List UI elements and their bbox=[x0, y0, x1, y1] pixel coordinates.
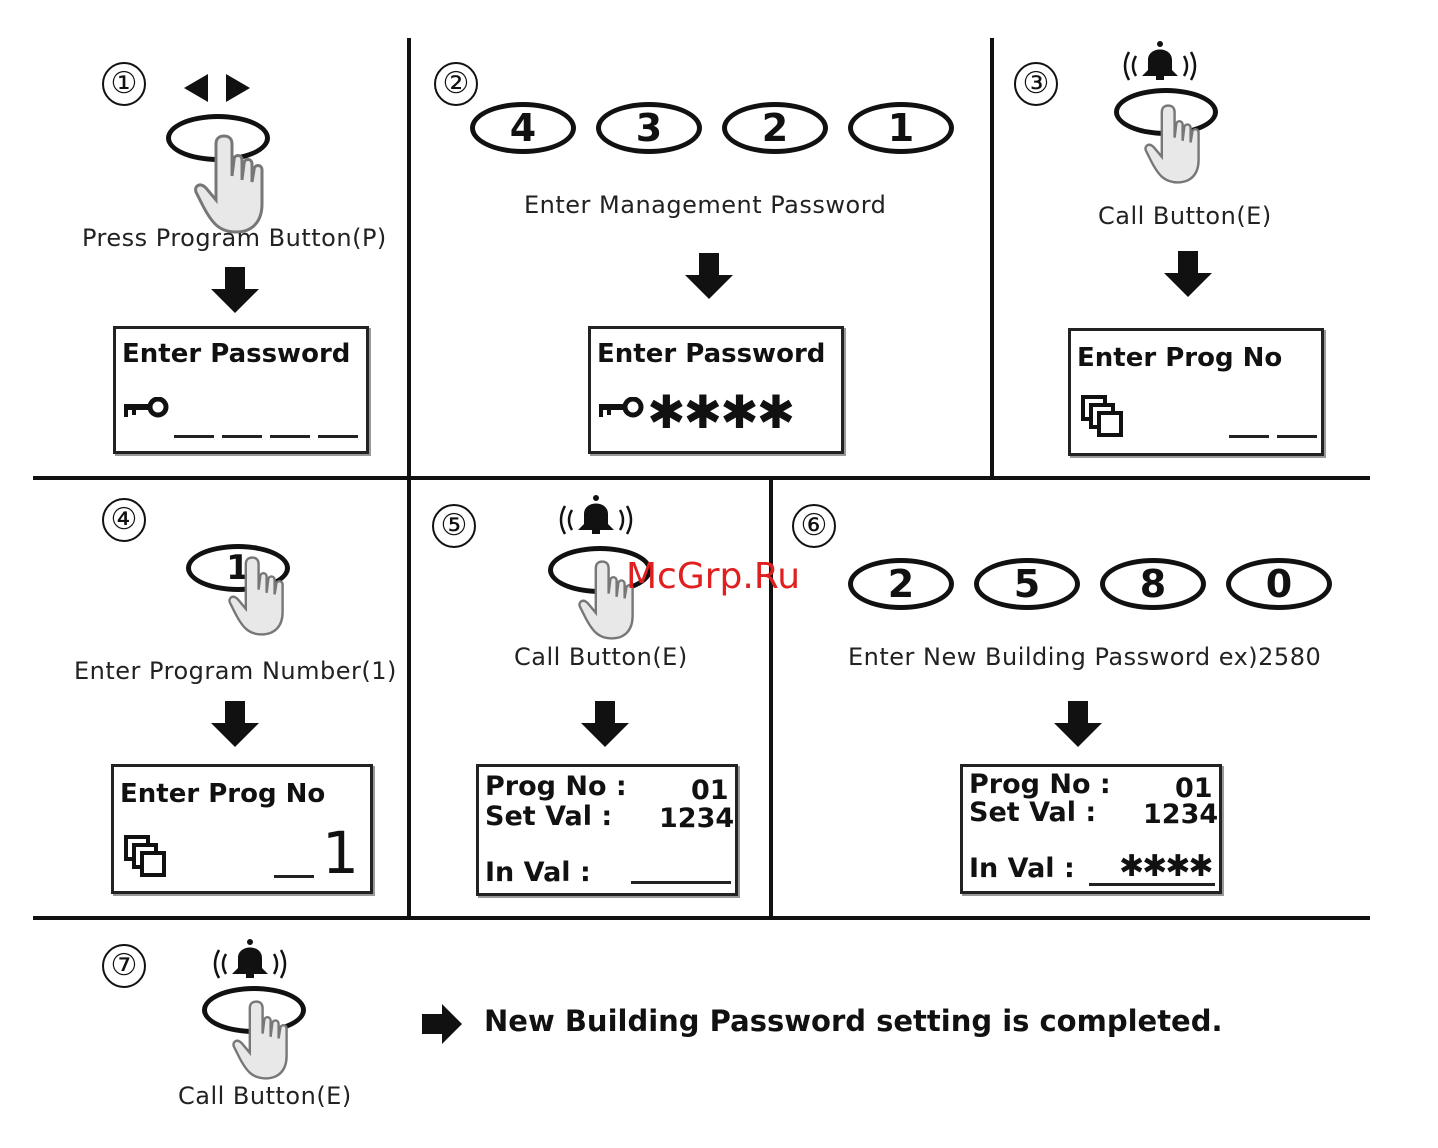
step-number-6: ⑥ bbox=[792, 504, 836, 548]
set-val-value: 1234 bbox=[1143, 799, 1219, 830]
in-val-underline bbox=[631, 881, 731, 884]
bell-ring-icon bbox=[213, 938, 287, 980]
set-val-value: 1234 bbox=[659, 803, 735, 834]
step-caption: Call Button(E) bbox=[1098, 202, 1272, 230]
bell-ring-icon bbox=[559, 494, 633, 536]
step-number-3: ③ bbox=[1014, 62, 1058, 106]
left-right-arrows-icon bbox=[184, 74, 250, 102]
keypad-button[interactable]: 3 bbox=[596, 102, 702, 154]
step-number-2: ② bbox=[434, 62, 478, 106]
step-number-7: ⑦ bbox=[102, 944, 146, 988]
down-arrow-icon bbox=[1054, 701, 1102, 747]
step-number-4: ④ bbox=[102, 498, 146, 542]
down-arrow-icon bbox=[211, 267, 259, 313]
input-slot bbox=[174, 435, 214, 438]
prog-no-value: 01 bbox=[691, 775, 729, 806]
key-icon bbox=[597, 397, 645, 421]
step-caption: Call Button(E) bbox=[514, 643, 688, 671]
lcd-display: Enter Password bbox=[113, 326, 369, 454]
keypad-button[interactable]: 4 bbox=[470, 102, 576, 154]
in-val-mask: ✱✱✱✱ bbox=[1119, 849, 1214, 884]
input-slot bbox=[1277, 435, 1317, 438]
down-arrow-icon bbox=[685, 253, 733, 299]
down-arrow-icon bbox=[581, 701, 629, 747]
input-slot bbox=[222, 435, 262, 438]
divider-v-2 bbox=[990, 38, 994, 476]
lcd-title: Enter Prog No bbox=[1077, 343, 1283, 373]
divider-h-1 bbox=[33, 476, 1370, 480]
lcd-display: Prog No : 01 Set Val : 1234 In Val : ✱✱✱… bbox=[960, 764, 1222, 894]
lcd-title: Enter Prog No bbox=[120, 779, 326, 809]
input-slot bbox=[318, 435, 358, 438]
prog-number-value: 1 bbox=[322, 819, 359, 887]
down-arrow-icon bbox=[211, 701, 259, 747]
input-slot bbox=[274, 875, 314, 878]
prog-no-value: 01 bbox=[1175, 773, 1213, 804]
keypad-button[interactable]: 0 bbox=[1226, 558, 1332, 610]
lcd-display: Enter Prog No bbox=[1068, 328, 1324, 456]
prog-no-label: Prog No : bbox=[969, 769, 1111, 800]
lcd-display: Prog No : 01 Set Val : 1234 In Val : bbox=[476, 764, 738, 896]
step-caption: Enter Program Number(1) bbox=[74, 657, 397, 685]
lcd-title: Enter Password bbox=[597, 339, 826, 369]
input-slot bbox=[1229, 435, 1269, 438]
right-arrow-icon bbox=[422, 1004, 462, 1044]
prog-no-label: Prog No : bbox=[485, 771, 627, 802]
hand-press-icon bbox=[194, 134, 264, 234]
bell-ring-icon bbox=[1123, 40, 1197, 82]
set-val-label: Set Val : bbox=[969, 797, 1097, 828]
password-mask: ✱✱✱✱ bbox=[647, 385, 795, 439]
keypad-button[interactable]: 1 bbox=[848, 102, 954, 154]
lcd-display: Enter Password ✱✱✱✱ bbox=[588, 326, 844, 454]
input-slot bbox=[270, 435, 310, 438]
step-caption: Call Button(E) bbox=[178, 1082, 352, 1110]
down-arrow-icon bbox=[1164, 251, 1212, 297]
keypad-button[interactable]: 5 bbox=[974, 558, 1080, 610]
in-val-label: In Val : bbox=[485, 857, 591, 888]
divider-v-1 bbox=[407, 38, 411, 476]
keypad-button[interactable]: 8 bbox=[1100, 558, 1206, 610]
keypad-button[interactable]: 2 bbox=[848, 558, 954, 610]
hand-press-icon bbox=[228, 556, 284, 636]
key-icon bbox=[122, 397, 170, 421]
divider-h-2 bbox=[33, 916, 1370, 920]
keypad-button[interactable]: 1 bbox=[186, 544, 290, 592]
hand-press-icon bbox=[232, 1000, 288, 1080]
divider-v-4 bbox=[769, 480, 773, 916]
set-val-label: Set Val : bbox=[485, 801, 613, 832]
in-val-label: In Val : bbox=[969, 853, 1075, 884]
lcd-title: Enter Password bbox=[122, 339, 351, 369]
keypad-button[interactable]: 2 bbox=[722, 102, 828, 154]
step-caption: Press Program Button(P) bbox=[82, 224, 387, 252]
stacked-windows-icon bbox=[1081, 395, 1123, 437]
hand-press-icon bbox=[1144, 104, 1200, 184]
lcd-display: Enter Prog No 1 bbox=[111, 764, 373, 894]
in-val-underline bbox=[1089, 883, 1215, 886]
divider-v-3 bbox=[407, 480, 411, 916]
step-caption: Enter Management Password bbox=[524, 191, 887, 219]
stacked-windows-icon bbox=[124, 835, 166, 877]
watermark: McGrp.Ru bbox=[626, 556, 801, 597]
step-caption: Enter New Building Password ex)2580 bbox=[848, 643, 1322, 671]
completion-message: New Building Password setting is complet… bbox=[484, 1004, 1223, 1038]
step-number-1: ① bbox=[102, 62, 146, 106]
step-number-5: ⑤ bbox=[432, 504, 476, 548]
